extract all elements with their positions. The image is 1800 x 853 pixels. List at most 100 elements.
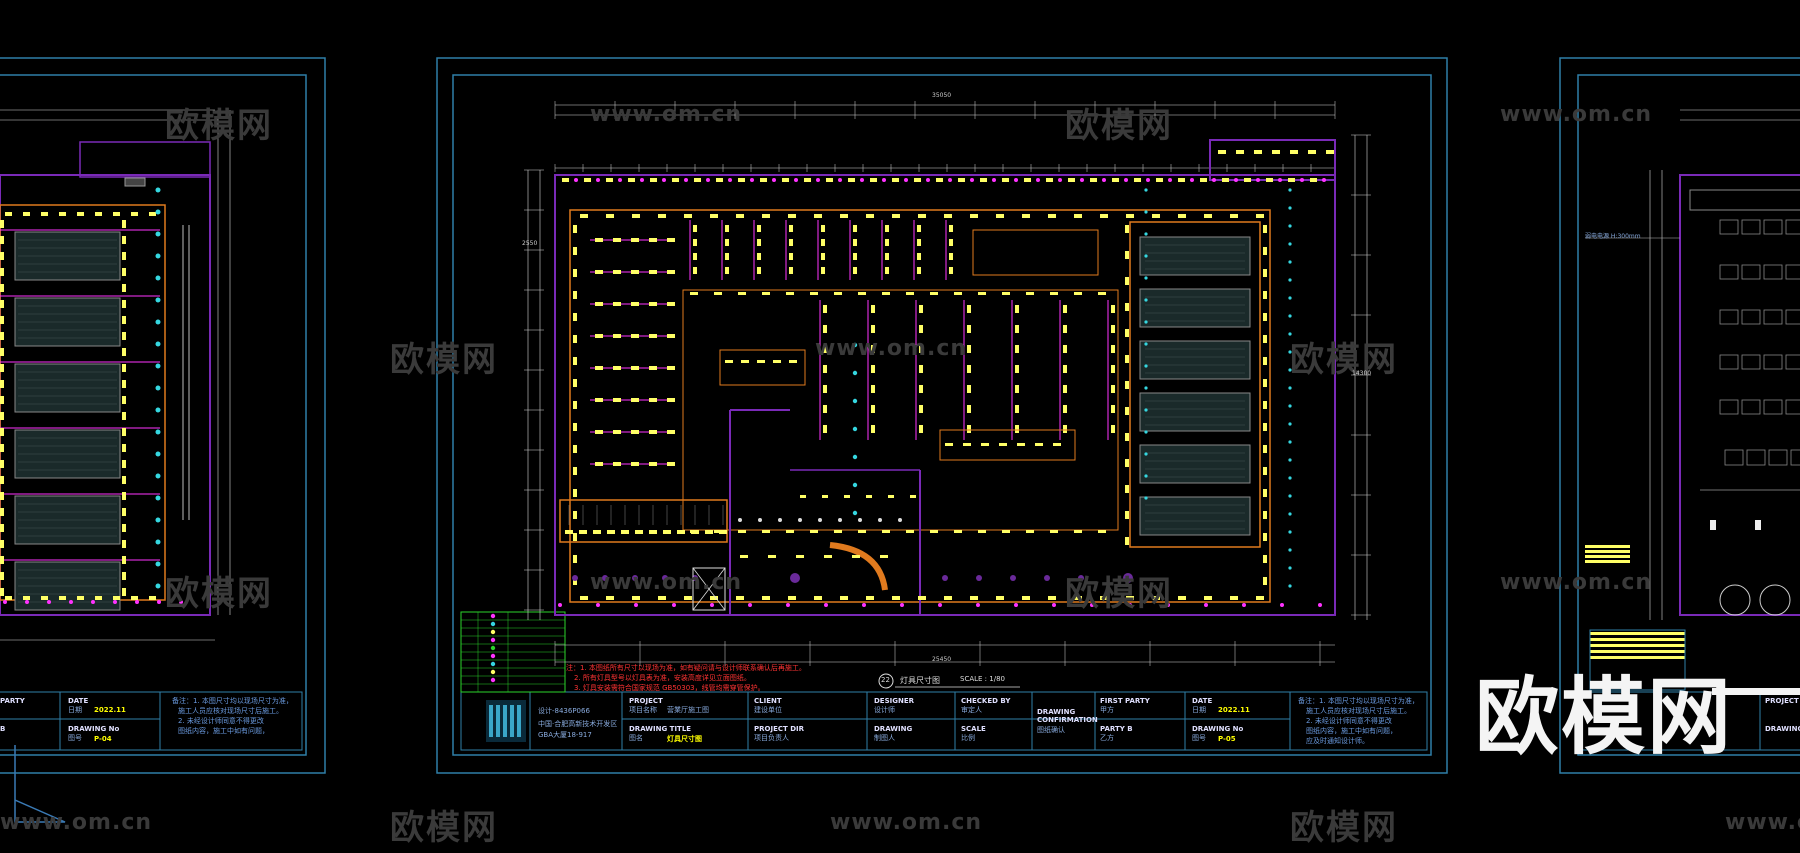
downlight [1090,603,1094,607]
downlight [1168,178,1172,182]
lamp-fixture [658,214,666,218]
lamp-fixture [122,236,126,244]
left-date-value: 2022.11 [94,706,126,714]
company-address-2: GBA大厦18-917 [538,731,592,739]
lamp-fixture [1256,596,1264,600]
legend-highlight [1590,650,1685,653]
drawing-note-2: 2. 所有灯具型号以灯具表为准，安装高度详见立面图纸。 [574,674,751,682]
downlight [1234,178,1238,182]
lamp-fixture [789,360,797,363]
sensor [1288,278,1292,282]
lamp-fixture [919,385,923,393]
desk [1763,354,1783,370]
lamp-fixture [565,530,573,534]
spotlight [898,518,902,522]
lamp-fixture [1017,443,1025,446]
lamp-fixture [823,385,827,393]
desk [1719,264,1739,280]
lamp-fixture [1100,214,1108,218]
lamp-fixture [579,530,587,534]
desk [1763,219,1783,235]
lamp-fixture [1015,325,1019,333]
lamp-fixture [853,239,857,246]
lamp-fixture [1288,178,1295,182]
round-table [1719,584,1791,616]
lamp-fixture [693,225,697,232]
lamp-fixture [880,555,888,558]
sensor [155,297,161,303]
lamp-fixture [892,214,900,218]
desk [1785,354,1800,370]
lamp-fixture [1204,596,1212,600]
legend-symbol [490,645,496,651]
downlight [900,603,904,607]
lamp-fixture [667,334,675,338]
lamp-fixture [667,430,675,434]
lamp-fixture [621,530,629,534]
lamp-fixture [823,345,827,353]
downlight [976,603,980,607]
sensor [155,253,161,259]
sensor [1144,452,1148,456]
lamp-fixture [885,253,889,260]
sensor [155,495,161,501]
exterior-wall [0,174,211,616]
lamp-fixture [0,508,4,516]
downlight [1166,603,1170,607]
lamp-fixture [628,178,635,182]
lamp-fixture [1585,545,1630,548]
lamp-fixture [0,284,4,292]
lamp-fixture [1063,425,1067,433]
left-remark-1: 备注：1. 本图尺寸均以现场尺寸为准， [172,697,293,705]
lamp-fixture [1111,325,1115,333]
lamp-fixture [1204,214,1212,218]
right-dimension: 14300 [1352,370,1372,377]
lamp-fixture [1263,335,1267,343]
downlight [1190,178,1194,182]
lamp-fixture [918,596,926,600]
lamp-fixture [917,253,921,260]
lamp-fixture [122,588,126,596]
lamp-fixture [1125,329,1129,337]
lamp-fixture [149,212,156,216]
lamp-fixture [0,268,4,276]
lamp-fixture [725,253,729,260]
sensor [1288,188,1292,192]
lamp-fixture [1063,305,1067,313]
lamp-fixture [667,462,675,466]
lamp-fixture [789,267,793,274]
lamp-fixture [122,220,126,228]
lamp-fixture [573,379,577,387]
lamp-fixture [632,214,640,218]
spotlight [778,518,782,522]
lamp-fixture [910,495,916,498]
lamp-fixture [1585,550,1630,553]
exterior-wall [1679,174,1800,616]
fixture-mark [1710,520,1716,530]
sensor [155,407,161,413]
lamp-fixture [584,178,591,182]
lamp-fixture [0,380,4,388]
lamp-fixture [1098,530,1106,533]
company-logo-bar [496,705,500,737]
drawing-note-1: 注：1. 本图纸所有尺寸以现场为准，如有疑问请与设计师联系确认后再施工。 [566,664,806,672]
lamp-fixture [573,225,577,233]
lamp-fixture [649,430,657,434]
lamp-fixture [1026,530,1034,533]
lamp-fixture [631,302,639,306]
lamp-fixture [1126,596,1134,600]
lamp-fixture [1263,511,1267,519]
lamp-fixture [631,238,639,242]
title-block [0,691,303,751]
downlight [25,600,29,604]
spotlight [858,518,862,522]
lamp-fixture [1111,365,1115,373]
lamp-fixture [0,428,4,436]
curved-counter [829,542,888,591]
scale-cn: 比例 [961,734,975,742]
sensor [155,319,161,325]
lamp-fixture [853,267,857,274]
lamp-fixture [725,225,729,232]
